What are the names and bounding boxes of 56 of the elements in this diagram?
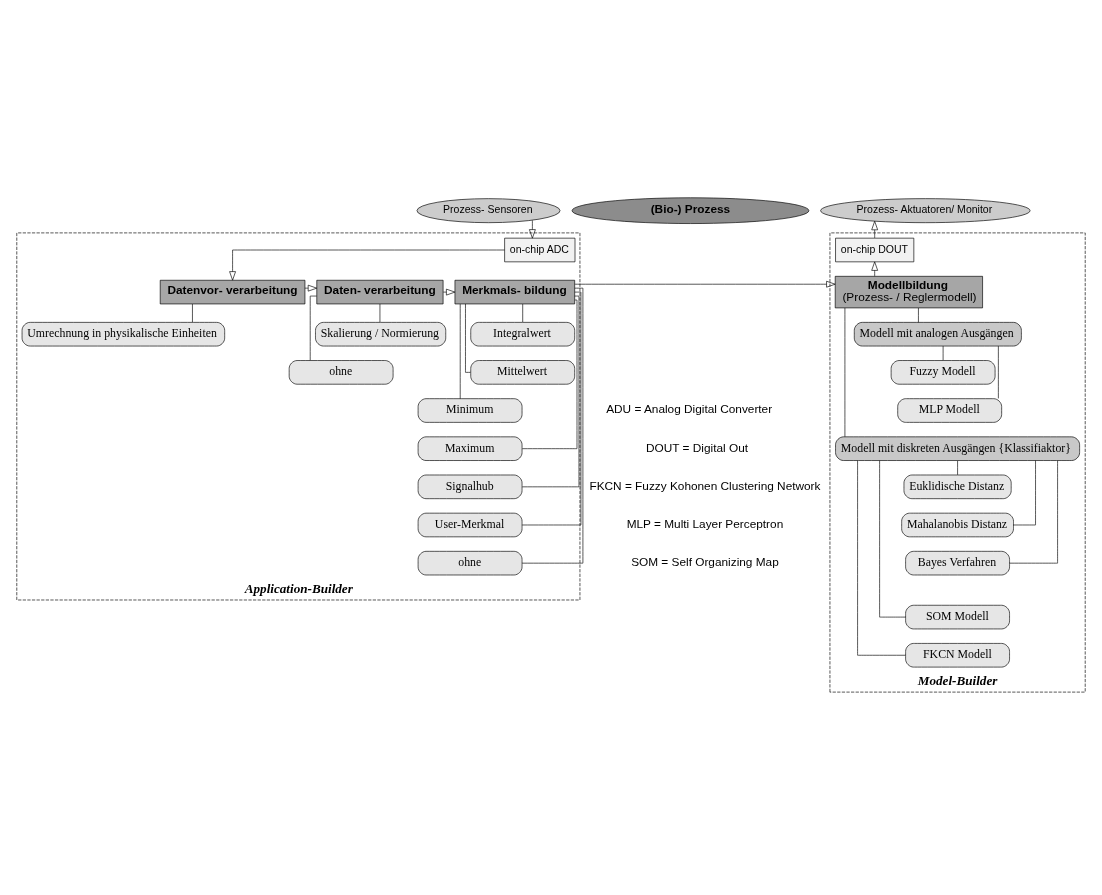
arrow xyxy=(304,284,318,292)
node-ellipse: (Bio-) Prozess xyxy=(571,197,810,224)
connector xyxy=(521,295,580,488)
node-box: Euklidische Distanz xyxy=(903,474,1012,499)
node-box: Skalierung / Normierung xyxy=(315,322,447,347)
label: SOM = Self Organizing Map xyxy=(631,555,779,570)
node-box: ohne xyxy=(417,551,523,576)
connector xyxy=(521,287,584,564)
node-box: Merkmals- bildung xyxy=(454,279,575,305)
node-box: Modell mit analogen Ausgängen xyxy=(853,322,1022,347)
connector xyxy=(918,307,919,323)
node-box: Fuzzy Modell xyxy=(890,360,996,385)
connector xyxy=(459,303,461,399)
node-box: MLP Modell xyxy=(897,398,1002,423)
label: ADU = Analog Digital Converter xyxy=(606,402,773,417)
node-ellipse: Prozess- Aktuatoren/ Monitor xyxy=(820,198,1031,223)
connector xyxy=(1009,460,1058,564)
label: MLP = Multi Layer Perceptron xyxy=(626,516,784,531)
label: FKCN = Fuzzy Kohonen Clustering Network xyxy=(589,478,821,493)
node-box: Bayes Verfahren xyxy=(905,551,1010,576)
connector xyxy=(957,460,958,476)
arrow xyxy=(529,220,536,239)
connector xyxy=(998,345,999,399)
arrow xyxy=(871,220,878,239)
node-box: on-chip ADC xyxy=(504,237,576,263)
node-box: Modellbildung (Prozess- / Reglermodell) xyxy=(834,276,983,309)
node-box: User-Merkmal xyxy=(417,512,523,538)
node-box: Maximum xyxy=(417,436,523,461)
arrow xyxy=(442,288,456,296)
node-box: Modell mit diskreten Ausgängen {Klassifiaktor} xyxy=(835,436,1080,461)
connector xyxy=(879,460,906,618)
node-box: Mahalanobis Distanz xyxy=(901,512,1014,538)
node-box: on-chip DOUT xyxy=(835,237,915,263)
connector xyxy=(521,291,582,526)
node-box: Mittelwert xyxy=(470,360,575,385)
connector xyxy=(1013,460,1036,526)
node-box: Integralwert xyxy=(470,322,575,347)
arrow xyxy=(229,249,505,281)
node-box: FKCN Modell xyxy=(905,643,1010,668)
node-ellipse: Prozess- Sensoren xyxy=(416,198,561,223)
node-box: ohne xyxy=(288,360,394,385)
connector xyxy=(942,345,944,361)
connector xyxy=(192,303,193,323)
connector xyxy=(465,303,471,373)
label: DOUT = Digital Out xyxy=(646,440,749,455)
node-box: Umrechnung in physikalische Einheiten xyxy=(21,322,225,347)
connector xyxy=(857,460,906,656)
node-box: Minimum xyxy=(417,398,523,423)
node-box: Signalhub xyxy=(417,474,523,499)
node-box: Daten- verarbeitung xyxy=(316,279,444,305)
connector xyxy=(309,295,317,361)
arrow xyxy=(871,261,878,277)
node-box: SOM Modell xyxy=(905,604,1010,630)
arrow xyxy=(574,280,836,288)
connector xyxy=(521,299,578,449)
node-box: Datenvor- verarbeitung xyxy=(159,279,306,305)
